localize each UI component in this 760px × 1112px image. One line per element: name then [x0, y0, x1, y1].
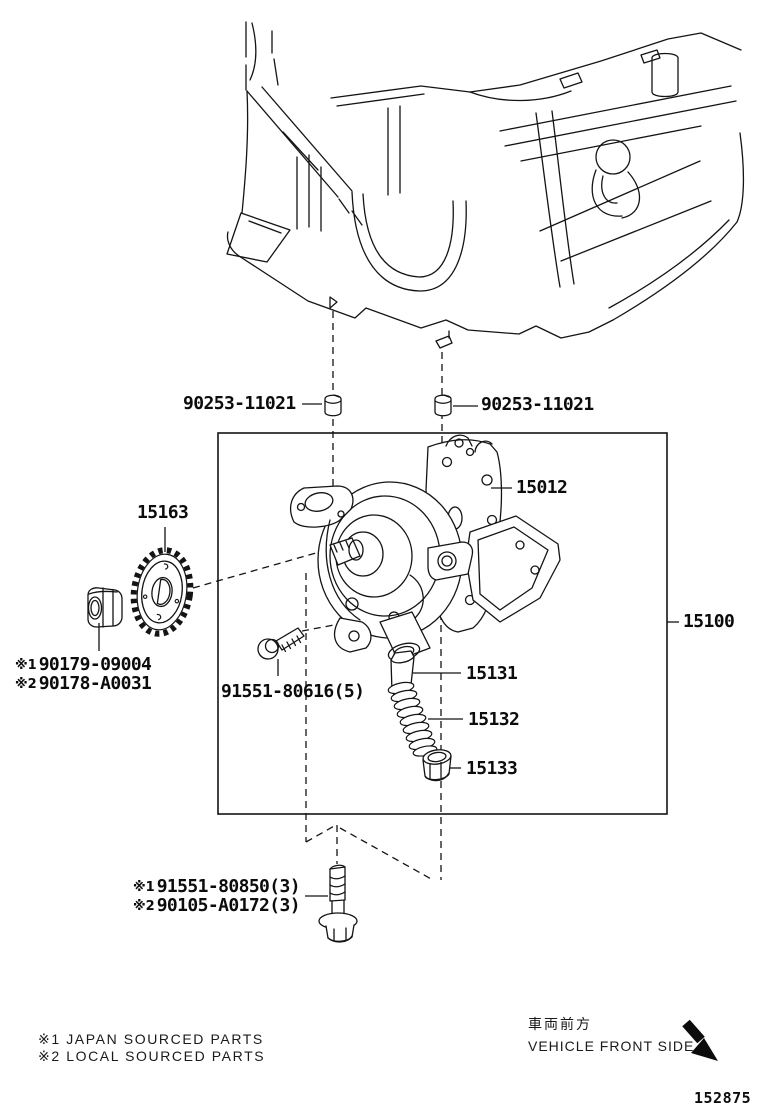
mount-bolt-drawing: [318, 864, 358, 943]
callout-cover-bolt: 91551-80616(5): [221, 681, 365, 702]
callout-dowel-left: 90253-11021: [183, 393, 296, 414]
footnote-japan-sourced: ※1 JAPAN SOURCED PARTS: [38, 1031, 264, 1047]
callout-relief-piston: 15131: [466, 663, 518, 684]
callout-pump-cover: 15012: [516, 477, 568, 498]
ref-mark-1: ※1: [15, 658, 37, 673]
leader-lines: [98, 403, 679, 897]
callout-relief-plug: 15133: [466, 758, 518, 779]
vehicle-front-ja: 車両前方: [528, 1017, 592, 1033]
oil-pump-drawing: [290, 434, 561, 662]
ref-mark-1: ※1: [133, 880, 155, 895]
nut-drawing: [87, 587, 123, 628]
callout-relief-spring: 15132: [468, 709, 520, 730]
dowel-pin-right-drawing: [434, 394, 452, 417]
callout-dowel-right: 90253-11021: [481, 394, 594, 415]
footnote-local-sourced: ※2 LOCAL SOURCED PARTS: [38, 1048, 266, 1064]
vehicle-front-en: VEHICLE FRONT SIDE: [528, 1038, 695, 1054]
callout-assembly: 15100: [683, 611, 735, 632]
ref-mark-2: ※2: [15, 677, 37, 692]
figure-number: 152875: [694, 1089, 752, 1107]
cover-bolt-drawing: [257, 627, 305, 660]
relief-plug-drawing: [422, 749, 452, 782]
assembly-outline-box: [217, 432, 668, 815]
engine-block-drawing: [226, 21, 745, 349]
sprocket-drawing: [130, 547, 194, 637]
callout-sprocket: 15163: [137, 502, 189, 523]
vehicle-front-arrow: [682, 1019, 718, 1061]
dowel-pin-left-drawing: [324, 394, 342, 417]
ref-mark-2: ※2: [133, 899, 155, 914]
